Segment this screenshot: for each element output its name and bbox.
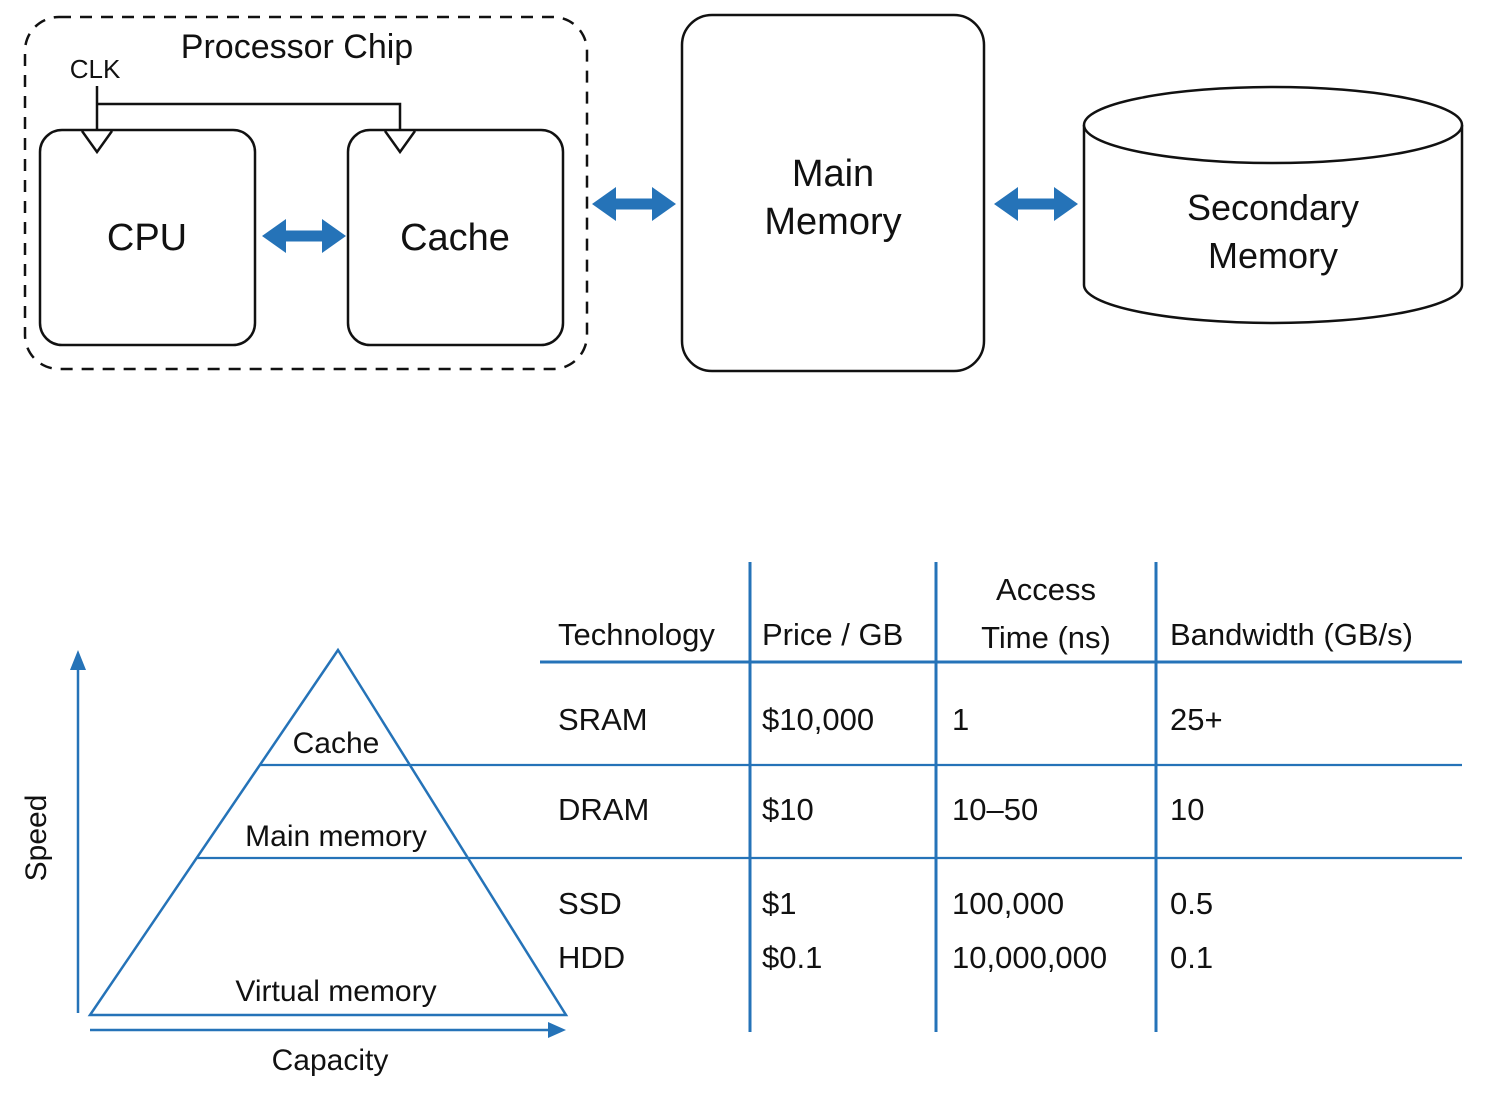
cell-access-time: 100,000 bbox=[952, 886, 1064, 921]
cpu-cache-arrow-icon bbox=[262, 219, 346, 253]
cache-clock-notch-icon bbox=[383, 130, 417, 155]
cell-price: $10,000 bbox=[762, 702, 874, 737]
table-row: HDD $0.1 10,000,000 0.1 bbox=[558, 940, 1213, 975]
table-row: SRAM $10,000 1 25+ bbox=[558, 702, 1223, 737]
cell-price: $0.1 bbox=[762, 940, 822, 975]
speed-axis-label: Speed bbox=[20, 795, 53, 882]
chip-mainmemory-arrow-icon bbox=[592, 187, 676, 221]
main-memory-group: Main Memory bbox=[680, 13, 986, 373]
cell-bandwidth: 0.5 bbox=[1170, 886, 1213, 921]
capacity-axis-arrowhead-icon bbox=[548, 1022, 566, 1038]
cell-technology: DRAM bbox=[558, 792, 649, 827]
arrowhead-left bbox=[262, 219, 286, 253]
pyramid-level-main: Main memory bbox=[245, 820, 427, 853]
secondary-memory-cylinder-top bbox=[1082, 85, 1464, 165]
cell-price: $1 bbox=[762, 886, 796, 921]
secondary-memory-group: Secondary Memory bbox=[1082, 85, 1464, 325]
table-row: DRAM $10 10–50 10 bbox=[558, 792, 1204, 827]
arrowhead-right bbox=[652, 187, 676, 221]
clk-wire-cache bbox=[97, 102, 402, 130]
cell-access-time: 10–50 bbox=[952, 792, 1038, 827]
secondary-memory-label-line1: Secondary bbox=[1187, 187, 1359, 228]
mainmemory-secondary-arrow-icon bbox=[994, 187, 1078, 221]
table-header-price: Price / GB bbox=[762, 617, 903, 652]
arrowhead-right bbox=[1054, 187, 1078, 221]
capacity-axis-label: Capacity bbox=[272, 1044, 389, 1077]
table-row: SSD $1 100,000 0.5 bbox=[558, 886, 1213, 921]
secondary-memory-cylinder-body bbox=[1082, 125, 1464, 325]
table-header-access-line2: Time (ns) bbox=[981, 620, 1111, 655]
pyramid-level-cache: Cache bbox=[293, 727, 380, 760]
table-header-access-line1: Access bbox=[996, 572, 1096, 607]
secondary-memory-label-line2: Memory bbox=[1208, 235, 1338, 276]
technology-table: Technology Price / GB Access Time (ns) B… bbox=[540, 562, 1462, 1032]
arrowhead-left bbox=[994, 187, 1018, 221]
memory-pyramid: Cache Main memory Virtual memory Speed C… bbox=[20, 647, 569, 1077]
speed-axis-arrowhead-icon bbox=[70, 650, 86, 670]
cpu-box bbox=[38, 128, 257, 347]
cell-access-time: 1 bbox=[952, 702, 969, 737]
cpu-clock-notch-icon bbox=[80, 130, 114, 155]
cell-bandwidth: 25+ bbox=[1170, 702, 1223, 737]
cell-technology: SRAM bbox=[558, 702, 648, 737]
table-header-bandwidth: Bandwidth (GB/s) bbox=[1170, 617, 1413, 652]
main-memory-box bbox=[680, 13, 986, 373]
arrowhead-left bbox=[592, 187, 616, 221]
cache-box bbox=[346, 128, 565, 347]
cell-access-time: 10,000,000 bbox=[952, 940, 1107, 975]
cell-price: $10 bbox=[762, 792, 814, 827]
arrowhead-right bbox=[322, 219, 346, 253]
processor-chip-group: Processor Chip CLK CPU Cache bbox=[23, 15, 589, 371]
pyramid-triangle bbox=[87, 647, 569, 1017]
cell-bandwidth: 10 bbox=[1170, 792, 1204, 827]
cell-technology: HDD bbox=[558, 940, 625, 975]
main-memory-label-line2: Memory bbox=[764, 201, 901, 243]
table-header-technology: Technology bbox=[558, 617, 715, 652]
cache-label: Cache bbox=[400, 217, 510, 259]
cell-bandwidth: 0.1 bbox=[1170, 940, 1213, 975]
cpu-label: CPU bbox=[107, 217, 187, 259]
cell-technology: SSD bbox=[558, 886, 622, 921]
processor-chip-label: Processor Chip bbox=[181, 28, 413, 66]
main-memory-label-line1: Main bbox=[792, 153, 874, 195]
clk-label: CLK bbox=[70, 54, 121, 84]
pyramid-level-virtual: Virtual memory bbox=[235, 975, 436, 1008]
